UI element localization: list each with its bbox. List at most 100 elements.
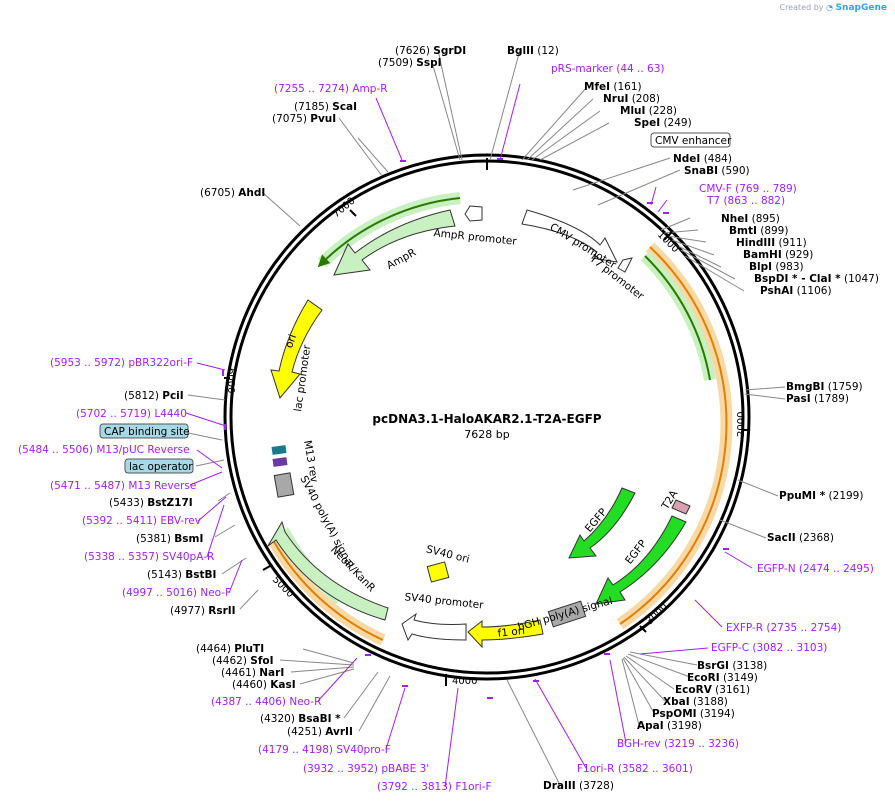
orf-track-amp-line bbox=[317, 197, 461, 268]
enzyme-nrui: NruI (208) bbox=[603, 93, 660, 105]
feature-t2a-arrow bbox=[671, 499, 691, 515]
primer-egfp-n: EGFP-N (2474 .. 2495) bbox=[757, 563, 874, 575]
primer-prs-marker: pRS-marker (44 .. 63) bbox=[551, 63, 665, 75]
plasmid-length: 7628 bp bbox=[464, 428, 509, 441]
enzyme-mlui: MluI (228) bbox=[620, 105, 677, 117]
enzyme-bamhi: BamHI (929) bbox=[743, 249, 813, 261]
feature-ori-arrow bbox=[270, 299, 323, 400]
enzyme-sspi: (7509) SspI bbox=[378, 57, 442, 69]
feature-neokanr-arrow bbox=[267, 520, 389, 621]
primer-neo-r: (4387 .. 4406) Neo-R bbox=[211, 696, 321, 708]
label-ampr-promoter: AmpR promoter bbox=[433, 227, 518, 248]
lac-operator-label: lac operator bbox=[129, 461, 193, 473]
enzyme-bsmi: (5381) BsmI bbox=[136, 533, 203, 545]
enzyme-pshai: PshAI (1106) bbox=[760, 285, 832, 297]
cmv-enhancer-label: CMV enhancer bbox=[655, 135, 732, 147]
enzyme-ndei: NdeI (484) bbox=[673, 153, 732, 165]
feature-egfp-arrow-1 bbox=[568, 487, 636, 559]
enzyme-pspomi: PspOMI (3194) bbox=[652, 708, 735, 720]
enzyme-pvui: (7075) PvuI bbox=[272, 113, 336, 125]
feature-ampr-arrow bbox=[333, 209, 456, 276]
enzyme-bstbi: (5143) BstBI bbox=[147, 569, 216, 581]
label-ampr: AmpR bbox=[385, 247, 418, 272]
primer-exfp-r: EXFP-R (2735 .. 2754) bbox=[726, 622, 841, 634]
enzyme-hindiii: HindIII (911) bbox=[736, 237, 807, 249]
primer-lines bbox=[185, 83, 753, 788]
enzyme-sacii: SacII (2368) bbox=[767, 532, 834, 544]
enzyme-bsrgi: BsrGI (3138) bbox=[697, 660, 767, 672]
box-cap-binding-site: CAP binding site bbox=[99, 423, 190, 439]
enzyme-bsabi: (4320) BsaBI * bbox=[260, 713, 341, 725]
primer-pbabe3: (3932 .. 3952) pBABE 3' bbox=[303, 763, 429, 775]
feature-t7-promoter-arrow bbox=[617, 257, 633, 273]
primer-pbr322ori-f: (5953 .. 5972) pBR322ori-F bbox=[50, 357, 193, 369]
enzyme-nhei: NheI (895) bbox=[721, 213, 780, 225]
feature-sv40-promoter-arrow bbox=[401, 612, 467, 642]
primer-m13-puc-reverse: (5484 .. 5506) M13/pUC Reverse bbox=[18, 444, 190, 456]
enzyme-kasi: (4460) KasI bbox=[232, 679, 296, 691]
enzyme-ecori: EcoRI (3149) bbox=[687, 672, 758, 684]
feature-egfp-arrow-2 bbox=[595, 515, 687, 605]
enzyme-bglii: BglII (12) bbox=[507, 45, 559, 57]
enzyme-avrii: (4251) AvrII bbox=[287, 726, 353, 738]
enzyme-sgrdi: (7626) SgrDI bbox=[395, 45, 466, 57]
primer-egfp-c: EGFP-C (3082 .. 3103) bbox=[711, 642, 827, 654]
primer-f1ori-r: F1ori-R (3582 .. 3601) bbox=[577, 763, 693, 775]
primer-neo-f: (4997 .. 5016) Neo-F bbox=[122, 587, 231, 599]
orf-track-right-line bbox=[619, 246, 728, 625]
snapgene-credit: Created by ◔ SnapGene bbox=[779, 3, 887, 13]
snapgene-logo-icon: ◔ bbox=[826, 3, 834, 12]
tick-7000: 7000 bbox=[331, 196, 358, 221]
tick-2000: 2000 bbox=[736, 412, 747, 437]
enzyme-spei: SpeI (249) bbox=[634, 117, 692, 129]
box-cmv-enhancer: CMV enhancer bbox=[650, 132, 732, 148]
primer-m13-reverse: (5471 .. 5487) M13 Reverse bbox=[50, 480, 196, 492]
enzyme-ahdi: (6705) AhdI bbox=[200, 187, 265, 199]
backbone-outer-ring bbox=[223, 153, 751, 681]
primer-t7: T7 (863 .. 882) bbox=[706, 195, 785, 207]
enzyme-bspdi-clai: BspDI * - ClaI * (1047) bbox=[754, 273, 879, 285]
primer-amp-r: (7255 .. 7274) Amp-R bbox=[274, 83, 388, 95]
enzyme-labels: (7626) SgrDI (7509) SspI BglII (12) MfeI… bbox=[109, 45, 879, 792]
enzyme-sfoi: (4462) SfoI bbox=[212, 655, 274, 667]
feature-cmv-promoter-arrow bbox=[521, 209, 618, 263]
tick-4000: 4000 bbox=[452, 676, 477, 687]
enzyme-ppumi: PpuMI * (2199) bbox=[779, 490, 863, 502]
enzyme-ecorv: EcoRV (3161) bbox=[675, 684, 750, 696]
enzyme-snabi: SnaBI (590) bbox=[684, 165, 750, 177]
enzyme-bmti: BmtI (899) bbox=[729, 225, 788, 237]
label-sv40-ori: SV40 ori bbox=[425, 543, 471, 565]
enzyme-mfei: MfeI (161) bbox=[584, 81, 642, 93]
leader-lines bbox=[187, 49, 786, 786]
credit-brand: SnapGene bbox=[835, 3, 887, 13]
enzyme-blpi: BlpI (983) bbox=[749, 261, 804, 273]
primer-marks bbox=[222, 158, 729, 699]
label-bgh-polya: bGH poly(A) signal bbox=[516, 595, 614, 634]
cap-binding-site-label: CAP binding site bbox=[104, 426, 190, 438]
plasmid-name: pcDNA3.1-HaloAKAR2.1-T2A-EGFP bbox=[372, 412, 601, 426]
primer-sv40pro-f: (4179 .. 4198) SV40pro-F bbox=[258, 744, 391, 756]
enzyme-bmgbi: BmgBI (1759) bbox=[786, 381, 863, 393]
feature-sv40-ori-block bbox=[426, 561, 450, 583]
enzyme-nari: (4461) NarI bbox=[221, 667, 284, 679]
credit-prefix: Created by bbox=[779, 3, 824, 12]
primer-bgh-rev: BGH-rev (3219 .. 3236) bbox=[617, 738, 739, 750]
label-sv40-promoter: SV40 promoter bbox=[404, 591, 485, 611]
enzyme-bstz17i: (5433) BstZ17I bbox=[109, 497, 193, 509]
label-f1-ori: f1 ori bbox=[497, 625, 525, 640]
primer-labels: pRS-marker (44 .. 63) (7255 .. 7274) Amp… bbox=[18, 63, 874, 793]
primer-sv40pa-r: (5338 .. 5357) SV40pA-R bbox=[84, 551, 214, 563]
enzyme-draiii: DraIII (3728) bbox=[543, 780, 614, 792]
primer-l4440: (5702 .. 5719) L4440 bbox=[76, 408, 187, 420]
feature-lac-operator-block bbox=[272, 457, 288, 467]
orf-track-neo-line bbox=[272, 539, 384, 641]
enzyme-apai: ApaI (3198) bbox=[637, 720, 702, 732]
ring-ticks bbox=[224, 158, 750, 686]
label-ori: ori bbox=[283, 333, 299, 350]
primer-f1ori-f: (3792 .. 3813) F1ori-F bbox=[377, 781, 492, 793]
enzyme-rsrii: (4977) RsrII bbox=[170, 605, 236, 617]
feature-f1ori-arrow bbox=[467, 619, 544, 649]
feature-cap-binding-block bbox=[271, 445, 287, 455]
enzyme-pcii: (5812) PciI bbox=[124, 390, 184, 402]
